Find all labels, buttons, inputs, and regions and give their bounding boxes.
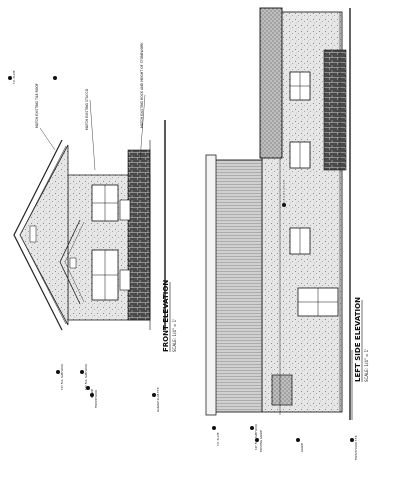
left-side-elevation-scale: SCALE: 1/4" = 1' [364, 349, 369, 382]
svg-text:FINISH FLOOR F.F.E.: FINISH FLOOR F.F.E. [354, 435, 358, 460]
side-base-strip [271, 374, 293, 406]
svg-text:FINISH FLOOR: FINISH FLOOR [94, 390, 98, 408]
front-windows [91, 184, 131, 301]
front-elevation-scale: SCALE: 1/4" = 1' [172, 319, 177, 352]
svg-text:T.O. PLATE: T.O. PLATE [216, 432, 220, 446]
side-level-markers: T.O. PLATE 1ST FLR. SUBFLOOR EXISTING GR… [212, 424, 358, 460]
side-chimney [259, 7, 283, 159]
front-roof-edge [13, 139, 63, 331]
side-garage-wall [213, 159, 263, 413]
svg-text:GARAGE SLAB F.F.E.: GARAGE SLAB F.F.E. [156, 386, 160, 412]
front-gable [19, 144, 69, 326]
svg-text:GRADE: GRADE [300, 443, 304, 452]
front-inner-gable [59, 219, 81, 305]
front-level-markers: T.O. PLATE 1ST FLR. SUBFLOOR 1ST FLR. SU… [8, 70, 160, 412]
note-stone: MATCH EXISTING ROCK AND HEIGHT OF STONEW… [140, 42, 144, 128]
svg-text:1ST FLR. SUBFLOOR: 1ST FLR. SUBFLOOR [84, 364, 88, 390]
side-windows [289, 71, 339, 317]
front-eave-detail [29, 225, 37, 243]
front-vent [69, 257, 77, 269]
svg-text:EXISTING GRADE: EXISTING GRADE [259, 430, 263, 452]
front-inner-gable-2 [64, 221, 85, 303]
svg-text:1ST FLR. SUBFLOOR: 1ST FLR. SUBFLOOR [254, 424, 258, 450]
front-roof-edge-inner [19, 145, 67, 325]
left-side-elevation: LEFT SIDE ELEVATION SCALE: 1/4" = 1' T.O… [205, 7, 369, 460]
side-roof-fascia [205, 154, 217, 416]
note-tile-roof: MATCH EXISTING TILE ROOF [35, 83, 39, 128]
front-elevation-title: FRONT ELEVATION [162, 280, 170, 352]
svg-text:1ST FLR. SUBFLOOR: 1ST FLR. SUBFLOOR [60, 364, 64, 390]
front-stone-base [127, 149, 151, 321]
side-stone-band [323, 49, 347, 171]
svg-text:T.O. PLATE: T.O. PLATE [12, 70, 16, 84]
left-side-elevation-title: LEFT SIDE ELEVATION [354, 297, 362, 382]
front-elevation: MATCH EXISTING TILE ROOF MATCH EXISTING … [8, 42, 177, 412]
note-stucco: MATCH EXISTING STUCCO [85, 88, 89, 130]
